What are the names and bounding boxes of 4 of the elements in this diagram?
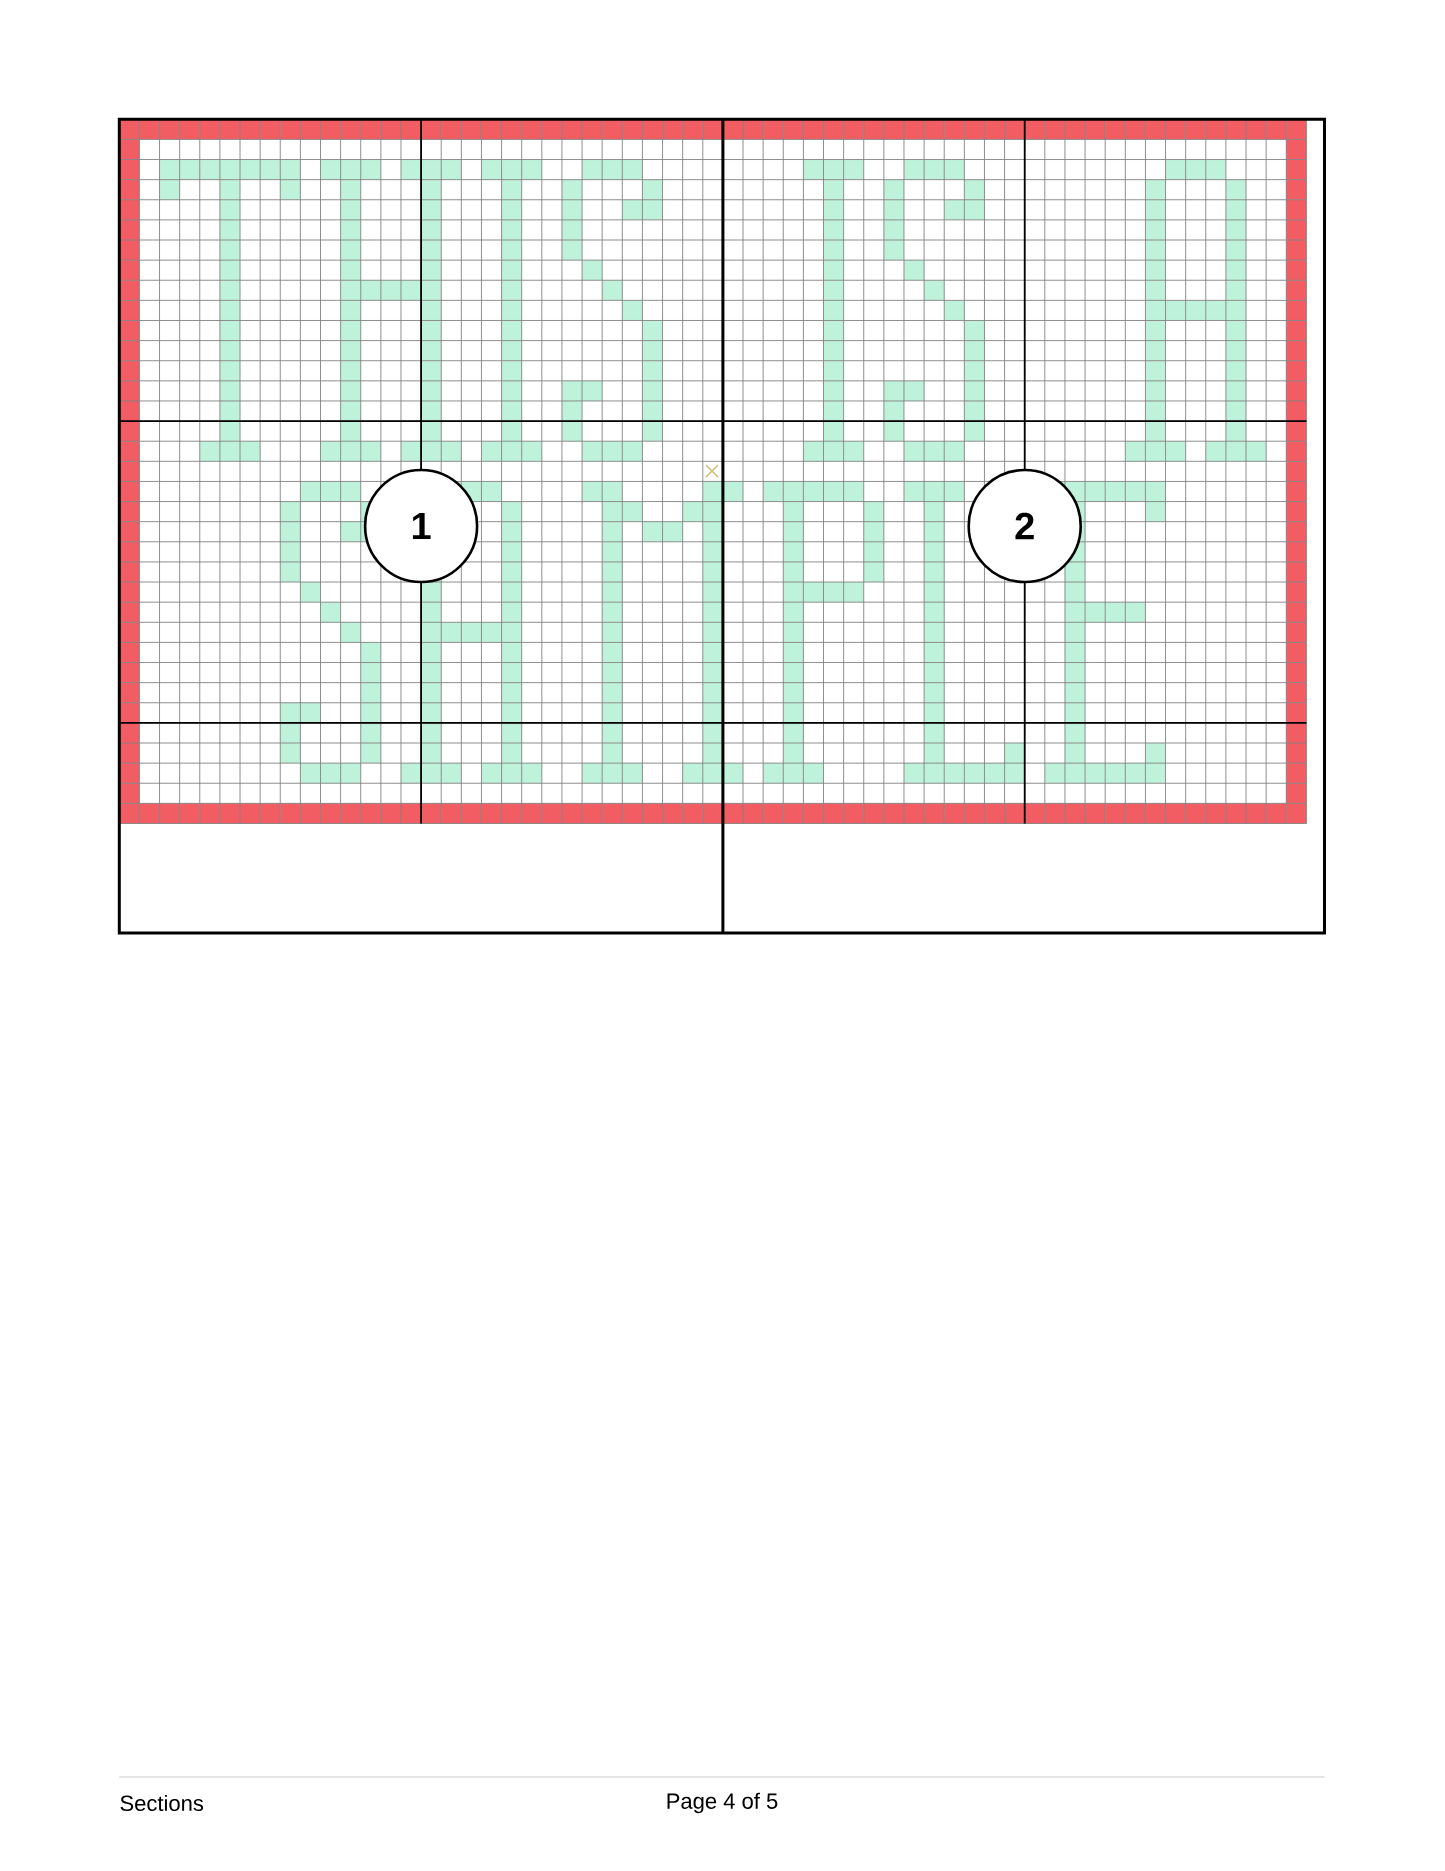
footer-text: Sections (120, 1794, 204, 1812)
page-number: Page 4 of 5 (667, 1792, 778, 1814)
callout-number: 2 (967, 468, 1082, 584)
callout-number: 1 (363, 468, 479, 584)
